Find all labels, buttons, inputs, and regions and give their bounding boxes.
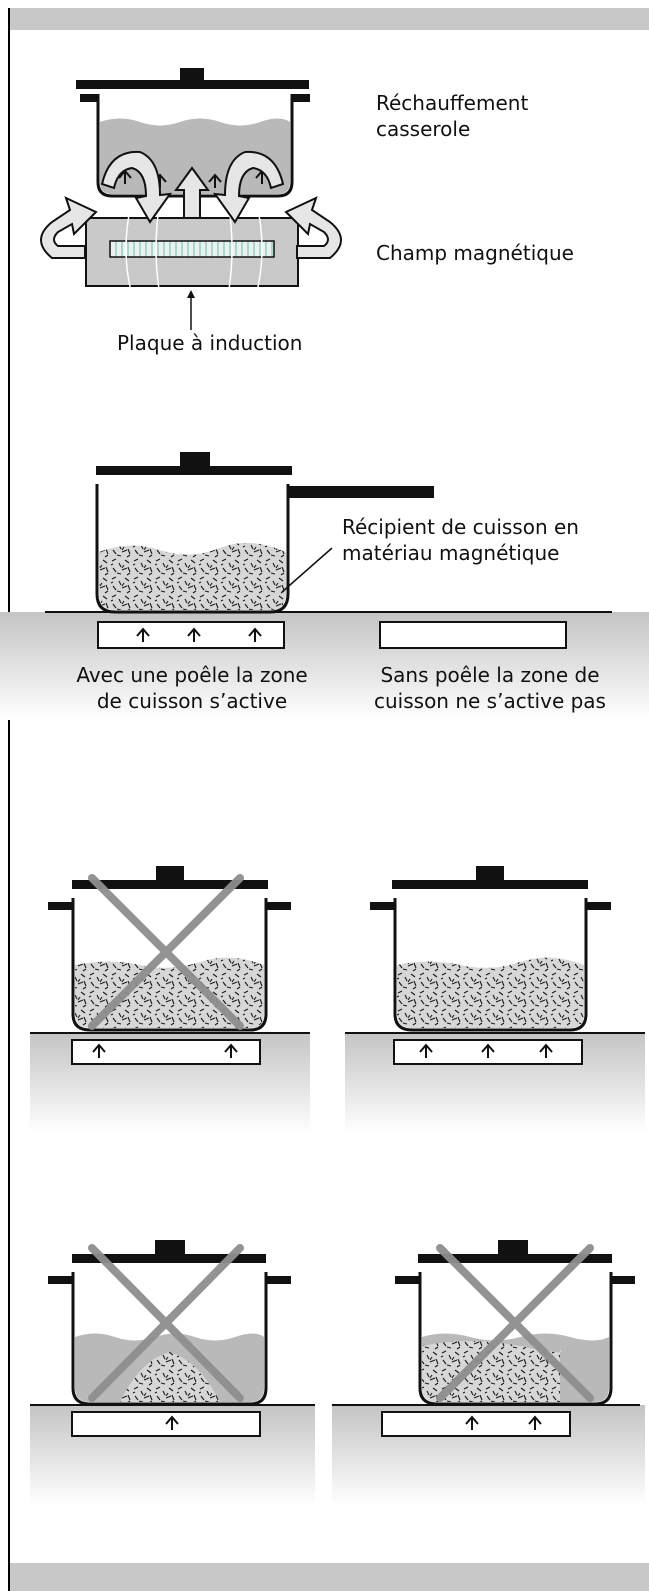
bottom-bar <box>8 1563 649 1591</box>
induction-diagram <box>40 68 342 330</box>
without-pan-line2: cuisson ne s’active pas <box>374 689 606 713</box>
pan-bottom-diagrams <box>30 1240 645 1505</box>
vessel-diagram <box>0 452 649 720</box>
top-bar <box>8 8 649 30</box>
pan-size-diagrams <box>30 866 645 1133</box>
coil <box>109 240 275 258</box>
heating-label: Réchauffement casserole <box>376 91 529 141</box>
without-pan-line1: Sans poêle la zone de <box>380 663 600 687</box>
lid <box>76 80 309 89</box>
magnetic-vessel-label: Récipient de cuisson en matériau magnéti… <box>342 515 579 565</box>
magnetic-field-label: Champ magnétique <box>376 241 574 265</box>
with-pan-line1: Avec une poêle la zone <box>76 663 308 687</box>
induction-plate-label: Plaque à induction <box>117 331 303 355</box>
left-rule <box>8 8 10 1591</box>
lid-knob <box>180 68 204 80</box>
with-pan-line2: de cuisson s’active <box>96 689 288 713</box>
